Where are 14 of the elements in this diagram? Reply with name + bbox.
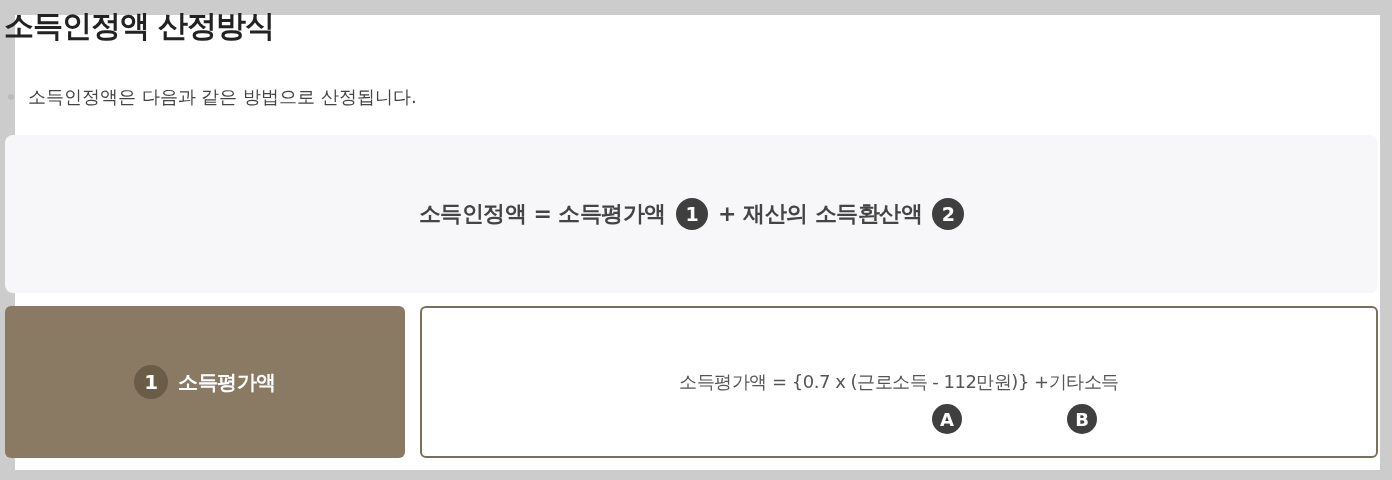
number-badge: 2 [932,198,965,230]
number-badge: A [932,404,962,434]
number-badge: 1 [134,365,169,399]
number-badge: 1 [676,198,708,230]
formula-text: 소득평가액 [178,368,276,396]
page-title: 소득인정액 산정방식 [4,7,275,45]
formula-box [420,306,1378,458]
formula-text: 소득인정액 = 소득평가액 [418,200,666,228]
formula-text: + 재산의 소득환산액 [718,200,923,228]
intro-text: 소득인정액은 다음과 같은 방법으로 산정됩니다. [28,85,417,109]
section-label-box [5,306,405,458]
number-badge: B [1067,404,1097,434]
formula-panel [5,135,1378,293]
formula-text: 소득평가액 = {0.7 x (근로소득 - 112만원)} +기타소득 [679,370,1119,394]
